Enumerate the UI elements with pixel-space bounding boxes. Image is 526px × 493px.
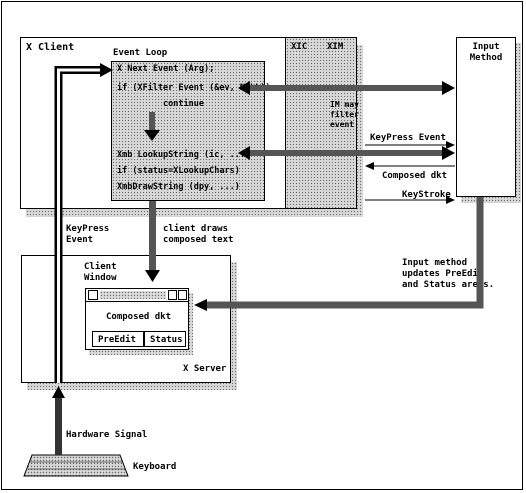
keyboard-label: Keyboard	[133, 462, 177, 472]
code-line-next-event: X Next Event (Arg);	[117, 64, 215, 74]
window-maximize-button[interactable]	[178, 290, 187, 300]
keypress-event-right-label: KeyPress Event	[370, 133, 446, 143]
event-loop-title: Event Loop	[113, 48, 168, 58]
composed-dkt-label: Composed dkt	[382, 171, 448, 181]
lookup-string-arrow	[238, 146, 455, 160]
im-updates-arrow	[194, 197, 484, 311]
x-client-label: X Client	[26, 42, 75, 53]
client-draws-label: client draws composed text	[163, 224, 234, 245]
preedit-area	[92, 331, 144, 347]
window-minimize-button[interactable]	[168, 290, 177, 300]
status-label: Status	[150, 335, 183, 345]
continue-down-arrow	[144, 112, 160, 141]
keystroke-label: KeyStroke	[402, 190, 451, 200]
code-line-status-check: if (status=XLookupChars)	[117, 166, 240, 176]
xim-column	[322, 38, 356, 208]
code-line-draw-string: XmbDrawString (dpy, ...)	[117, 182, 240, 192]
xim-label: XIM	[327, 42, 344, 52]
keypress-to-im-arrow	[365, 141, 455, 149]
code-line-continue: continue	[163, 99, 204, 109]
input-method-label: Input Method	[469, 42, 503, 63]
event-loop-box	[111, 61, 265, 201]
code-line-lookup-string: Xmb LookupString (ic, ...)	[117, 150, 251, 160]
keypress-path-arrow	[54, 63, 113, 383]
x-server-label: X Server	[183, 364, 227, 374]
input-method-box	[456, 37, 516, 197]
client-draws-arrow	[145, 201, 160, 282]
status-area	[144, 331, 186, 347]
window-menu-button[interactable]	[88, 290, 98, 300]
filter-event-arrow	[238, 81, 455, 95]
hardware-signal-label: Hardware Signal	[66, 430, 148, 440]
keystroke-arrow	[365, 196, 455, 204]
keypress-event-left-label: KeyPress Event	[66, 224, 110, 245]
window-title-area	[100, 291, 166, 299]
preedit-label: PreEdit	[98, 335, 136, 345]
im-may-filter-note: IM may filter event	[330, 100, 359, 129]
keyboard-icon	[23, 454, 129, 477]
xic-column	[285, 38, 323, 208]
xic-label: XIC	[291, 42, 308, 52]
composed-text-area: Composed dkt	[106, 312, 172, 322]
client-window-label: Client Window	[84, 262, 117, 283]
composed-from-im-arrow	[365, 162, 455, 170]
hardware-signal-arrow	[52, 386, 65, 455]
